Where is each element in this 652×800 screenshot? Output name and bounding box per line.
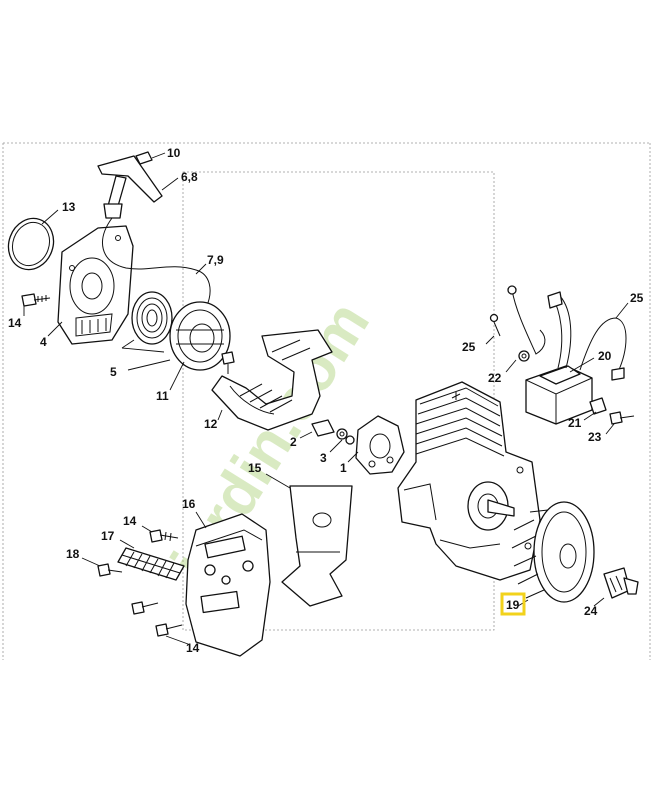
label-14-mid: 14 [123,514,137,528]
label-13: 13 [62,200,76,214]
label-10: 10 [167,146,181,160]
part-6-8-starter-handle [97,155,163,219]
part-19-flywheel [511,501,595,603]
label-14-bottom: 14 [186,641,200,655]
label-23: 23 [588,430,602,444]
part-15-intake-gasket [281,485,353,607]
label-19: 19 [506,598,520,612]
label-2: 2 [290,435,297,449]
part-18-screw [97,563,123,577]
part-23-screw [609,411,635,425]
part-1-carburetor [355,415,405,475]
part-13-gasket [7,217,55,271]
label-3: 3 [320,451,327,465]
label-25-right: 25 [630,291,644,305]
engine-crankcase [397,381,541,581]
wire-terminals [489,285,625,381]
label-20: 20 [598,349,612,363]
label-21: 21 [568,416,582,430]
part-4-starter-housing [57,225,134,345]
label-6-8: 6,8 [181,170,198,184]
label-18: 18 [66,547,80,561]
label-25-left: 25 [462,340,476,354]
part-11-rope-rotor [169,301,231,371]
part-24-nut [603,567,639,599]
label-1: 1 [340,461,347,475]
rotor-screw [221,351,235,374]
part-25-lead-right [579,317,627,373]
leader-lines [23,152,629,645]
part-2-spacer [311,419,355,445]
highlight-box-19 [500,592,526,616]
starter-rope [102,217,211,309]
label-7-9: 7,9 [207,253,224,267]
label-22: 22 [488,371,502,385]
label-14-top: 14 [8,316,22,330]
label-15: 15 [248,461,262,475]
part-labels: 10 6,8 13 7,9 14 4 5 11 12 2 3 1 15 16 1… [8,146,644,655]
part-16-muffler [185,513,271,657]
label-4: 4 [40,335,47,349]
label-5: 5 [110,365,117,379]
part-12-fan-shroud [211,329,333,431]
label-24: 24 [584,604,598,618]
label-17: 17 [101,529,115,543]
part-14-screw-mid [149,529,179,543]
part-17-spark-screen [117,547,185,581]
part-25-short-circuit-wire [511,289,546,355]
part-14-screws-bottom [131,601,183,637]
part-14-screw-top [21,293,51,307]
label-11: 11 [156,389,169,403]
part-5-rewind-spring [131,291,173,345]
part-20-ignition-module [525,365,593,425]
label-16: 16 [182,497,196,511]
part-10-bushing [135,151,153,165]
label-12: 12 [204,417,218,431]
part-21-bracket [589,397,607,415]
part-22-terminal [518,350,530,362]
